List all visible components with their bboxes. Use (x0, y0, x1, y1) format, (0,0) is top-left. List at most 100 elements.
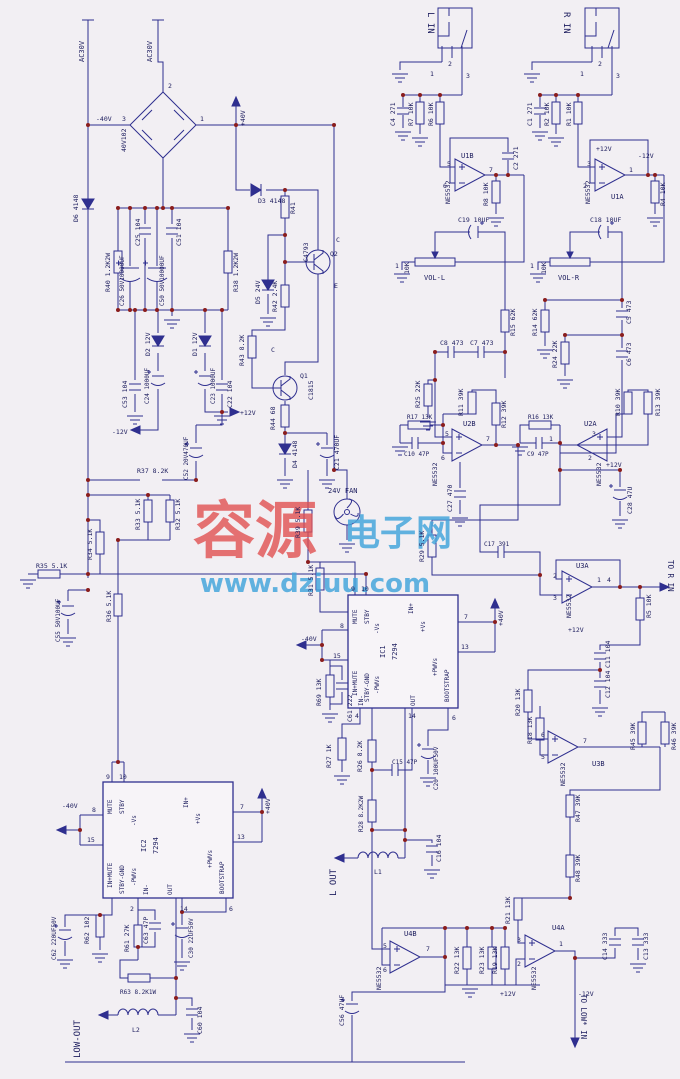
component-label: R6 10K (427, 102, 435, 126)
component-label: -PWVs (374, 676, 381, 694)
component-label: 3 (517, 936, 521, 944)
resistor-r27 (337, 737, 347, 761)
resistor-r43 (247, 335, 257, 359)
component-label: U4B (404, 930, 417, 938)
component-label: D5 24V (254, 280, 262, 304)
component-label: 9 (351, 585, 355, 593)
component-label: 8 (340, 622, 344, 630)
component-label: 3 (616, 72, 620, 80)
component-label: 15 (87, 836, 95, 844)
component-label: IC2 (140, 839, 148, 852)
component-label: R18 13K (526, 717, 534, 744)
component-label: -12V (578, 990, 594, 998)
component-label: D3 4148 (258, 197, 285, 205)
resistor-r38 (223, 250, 233, 274)
component-label: 13 (461, 643, 469, 651)
component-label: 14 (180, 905, 188, 913)
ground-icon (531, 131, 549, 141)
arrow-down-icon (570, 1037, 580, 1048)
component-label: 9 (106, 773, 110, 781)
component-label: R13 39K (654, 389, 662, 416)
resistor-r8 (491, 180, 501, 204)
component-label: R48 39K (574, 855, 582, 882)
component-label: C5 473 (625, 300, 633, 324)
component-label: +12V (500, 990, 516, 998)
component-label: IC1 (379, 645, 387, 658)
component-label: R8 10K (482, 182, 490, 206)
component-label: 10 (119, 773, 127, 781)
ground-icon (391, 73, 409, 83)
component-label: 1 (430, 70, 434, 78)
component-label: C53 104 (121, 381, 129, 408)
component-label: NE5532 (595, 462, 603, 486)
ground-icon (451, 517, 469, 527)
capacitor-c27 (453, 490, 467, 498)
component-label: C15 47P (392, 759, 418, 766)
component-label: R46 39K (670, 723, 678, 750)
component-label: NE5532 (565, 594, 573, 618)
component-label: 1 (530, 262, 534, 270)
component-label: U1B (461, 152, 474, 160)
component-label: 1 (597, 576, 601, 584)
resistor-r33 (143, 499, 153, 523)
component-label: +12V (606, 461, 622, 469)
ground-icon (547, 137, 565, 147)
resistor-r16 (528, 420, 552, 430)
component-label: C2 271 (512, 146, 520, 170)
resistor-r19 (500, 946, 510, 970)
capacitor-c61 (335, 682, 349, 690)
component-label: IN+ (183, 797, 190, 808)
component-label: C25 104 (134, 219, 142, 246)
ground-icon (629, 963, 647, 973)
ground-icon (276, 479, 294, 489)
component-label: +Vs (195, 813, 202, 824)
component-label: +PWVs (207, 850, 214, 868)
diode-d6 (81, 198, 95, 210)
bridge-rectifier-symbol (129, 91, 197, 159)
component-label: R61 27K (123, 925, 131, 952)
resistor-r63 (127, 973, 151, 983)
component-label: C50 50V10000UF (159, 255, 166, 306)
resistor-r14 (540, 309, 550, 333)
component-label: E (334, 282, 338, 290)
component-label: C18 10UF (590, 216, 621, 224)
component-label: C16 104 (435, 835, 443, 862)
component-label: R38 1.2K2W (232, 253, 240, 292)
component-label: U3B (592, 760, 605, 768)
component-label: 2 (583, 182, 587, 190)
resistor-r21 (513, 897, 523, 921)
zener-d1 (198, 335, 212, 347)
component-label: 2 (517, 960, 521, 968)
component-label: C26 50V10000UF (119, 255, 126, 306)
component-label: 2 (130, 905, 134, 913)
watermark-brand-red: 容源 (193, 494, 317, 567)
component-label: U2A (584, 420, 597, 428)
component-label: C60 104 (196, 1007, 204, 1034)
arrow-left-icon (130, 425, 141, 435)
component-label: 2 (168, 82, 172, 90)
component-label: 7 (426, 945, 430, 953)
component-label: C14 333 (601, 933, 609, 960)
ic2-tda7294-body (102, 781, 234, 899)
component-label: D4 4148 (291, 441, 299, 468)
zener-d2 (151, 335, 165, 347)
resistor-r45 (637, 721, 647, 745)
capacitor-c28 (608, 483, 628, 500)
component-label: R31 5.1K (307, 565, 315, 596)
component-label: IN- (358, 695, 365, 706)
resistor-r69 (325, 674, 335, 698)
component-label: MUTE (352, 609, 359, 624)
component-label: 7294 (391, 643, 399, 660)
component-label: C8 473 (440, 339, 464, 347)
component-label: -Vs (131, 815, 138, 826)
component-label: 10 (361, 585, 369, 593)
component-label: Q2 (330, 250, 338, 258)
diode-symbols (81, 183, 292, 455)
component-label: BOOTSTRAP (444, 669, 451, 702)
capacitor-c10 (411, 436, 419, 450)
component-label: OUT (410, 695, 417, 706)
component-label: -40V (301, 635, 317, 643)
component-label: 14 (408, 712, 416, 720)
ground-icon (411, 137, 429, 147)
component-label: IN+MUTE (107, 862, 114, 888)
